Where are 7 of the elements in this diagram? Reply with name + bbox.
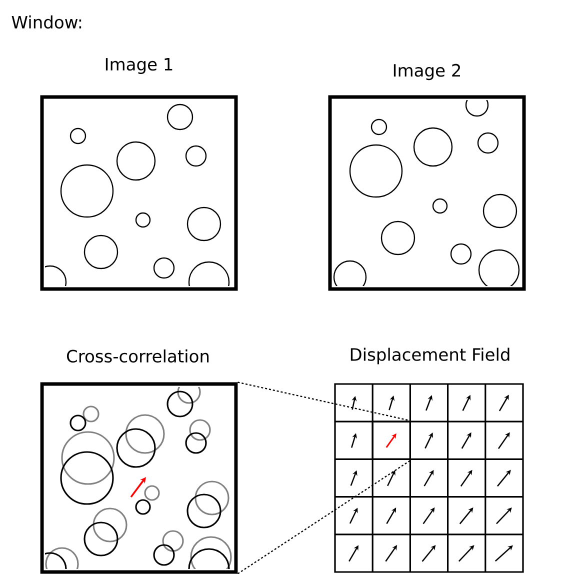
dotted-line — [238, 382, 412, 422]
window-heading: Cross-correlation — [66, 349, 209, 363]
window-heading: Image 2 — [394, 64, 460, 80]
window-heading: Displacement Field — [350, 348, 510, 364]
dotted-line — [237, 460, 412, 574]
window-heading: Image 1 — [106, 58, 172, 74]
title: Window: — [12, 15, 82, 29]
